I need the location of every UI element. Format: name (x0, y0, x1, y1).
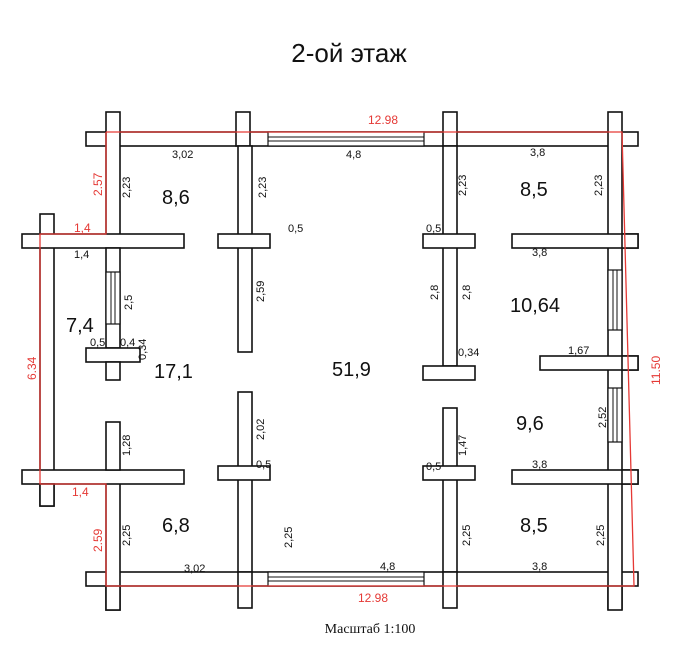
window-icon (105, 271, 121, 325)
dim-label: 2,23 (257, 177, 269, 198)
inner-wall-left-cross (217, 233, 271, 249)
dim-label: 2,23 (457, 175, 469, 196)
overall-dimensions (39, 131, 635, 587)
walls (21, 111, 639, 611)
log-stub (607, 585, 623, 611)
dim-label: 2,59 (255, 281, 267, 302)
dim-label: 2,25 (595, 525, 607, 546)
dim-label: 2,52 (597, 407, 609, 428)
dim-left-overall: 6.34 (25, 356, 39, 380)
dim-label: 0,34 (137, 339, 149, 360)
room-area: 9,6 (516, 413, 544, 435)
dim-label: 2,23 (121, 177, 133, 198)
protrusion-bottom (21, 469, 185, 485)
dim-label: 2,25 (283, 527, 295, 548)
dim-bottom-overall: 12.98 (358, 591, 388, 605)
window-icon (267, 131, 425, 147)
window-icon (267, 571, 425, 587)
dim-label: 3,02 (172, 149, 193, 161)
inner-wall-left-bottom (237, 391, 253, 573)
dim-label: 2,02 (255, 419, 267, 440)
outer-wall-left-protrusion (39, 213, 55, 507)
log-stub (621, 233, 639, 249)
room-area: 8,5 (520, 515, 548, 537)
window-icon (607, 269, 623, 331)
room-area: 7,4 (66, 315, 94, 337)
log-stub (39, 483, 55, 507)
room-area: 8,5 (520, 179, 548, 201)
dim-left-bottom: 2.59 (91, 528, 105, 552)
window-icon (607, 387, 623, 443)
inner-wall-right-cross (422, 233, 476, 249)
dim-label: 3,02 (184, 563, 205, 575)
dim-top-overall: 12.98 (368, 113, 398, 127)
dim-label: 0,5 (288, 223, 303, 235)
dim-label: 1,67 (568, 345, 589, 357)
dim-label: 0,5 (256, 459, 271, 471)
dim-label: 2,23 (593, 175, 605, 196)
partition-left-lower (105, 421, 121, 471)
dim-label: 3,8 (532, 247, 547, 259)
partition-br (511, 469, 639, 485)
partition-left-cross (85, 347, 141, 363)
inner-wall-right-cross-m (422, 365, 476, 381)
dim-label: 0,34 (458, 347, 479, 359)
dim-label: 2,5 (123, 295, 135, 310)
dim-notch-top: 1,4 (74, 221, 91, 235)
room-area: 17,1 (154, 361, 193, 383)
room-area: 51,9 (332, 359, 371, 381)
room-areas: 8,6 7,4 17,1 51,9 6,8 8,5 10,64 9,6 8,5 (66, 179, 560, 537)
dim-label: 4,8 (380, 561, 395, 573)
room-area: 10,64 (510, 295, 560, 317)
dim-label: 0,5 (90, 337, 105, 349)
dim-label: 2,8 (429, 285, 441, 300)
scale-label: Масштаб 1:100 (324, 622, 416, 637)
inner-wall-right-bottom (442, 407, 458, 573)
dim-label: 1,47 (457, 435, 469, 456)
log-stub (237, 571, 253, 609)
log-stub (442, 111, 458, 147)
dim-label: 3,8 (532, 561, 547, 573)
dim-label: 0,4 (120, 337, 135, 349)
dim-label: 0,5 (426, 461, 441, 473)
inner-wall-left-top (237, 145, 253, 353)
log-stub (105, 585, 121, 611)
log-stub (621, 469, 639, 485)
log-stub (235, 111, 251, 147)
partition-left-vert2 (105, 361, 121, 381)
windows (105, 131, 623, 587)
log-stub (442, 571, 458, 609)
partition-tr (511, 233, 639, 249)
room-area: 6,8 (162, 515, 190, 537)
inner-wall-left-cross-b (217, 465, 271, 481)
dim-label: 1,4 (74, 249, 89, 261)
page-title: 2-ой этаж (291, 38, 407, 68)
dim-label: 2,25 (121, 525, 133, 546)
dim-label: 3,8 (530, 147, 545, 159)
dim-label: 0,5 (426, 223, 441, 235)
dim-label: 2,8 (461, 285, 473, 300)
dim-label: 1,28 (121, 435, 133, 456)
dim-label: 3,8 (532, 459, 547, 471)
inner-wall-right-cross-b (422, 465, 476, 481)
dim-label: 4,8 (346, 149, 361, 161)
log-stub (621, 355, 639, 371)
inner-dimensions: 3,02 4,8 3,8 2,23 2,23 2,23 2,23 0,5 0,5… (74, 147, 609, 575)
dim-notch-bottom: 1,4 (72, 485, 89, 499)
inner-wall-right-top (442, 145, 458, 367)
dim-right-overall: 11.50 (649, 356, 663, 385)
room-area: 8,6 (162, 187, 190, 209)
dim-left-top: 2.57 (91, 172, 105, 196)
dim-label: 2,25 (461, 525, 473, 546)
protrusion-top (21, 233, 185, 249)
